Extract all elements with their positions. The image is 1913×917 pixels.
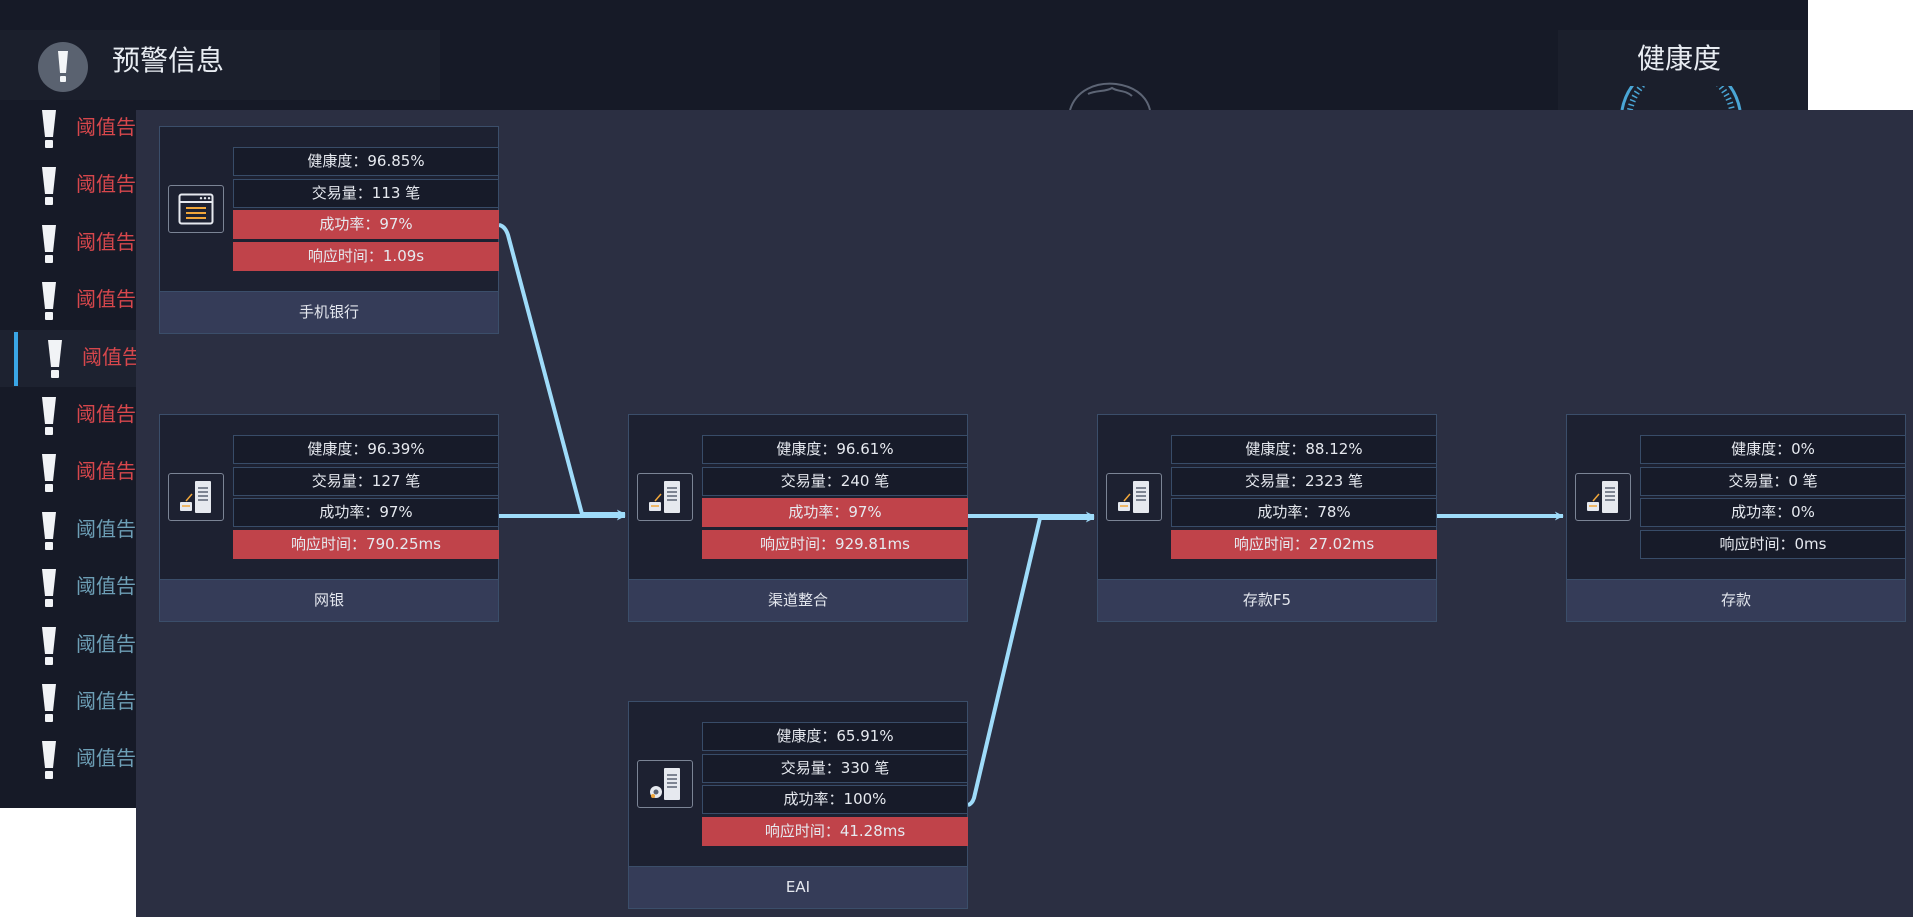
exclamation-icon [42,224,56,263]
metric-success-rate: 成功率：97% [233,210,499,239]
node-label: 存款F5 [1098,579,1436,621]
browser-window-icon [168,185,224,233]
node-metrics: 健康度：96.85% 交易量：113 笔 成功率：97% 响应时间：1.09s [233,147,499,273]
node-metrics: 健康度：65.91% 交易量：330 笔 成功率：100% 响应时间：41.28… [702,722,968,848]
server-gear-icon [637,760,693,808]
exclamation-icon [42,167,56,206]
node-metrics: 健康度：96.61% 交易量：240 笔 成功率：97% 响应时间：929.81… [702,435,968,561]
metric-volume: 交易量：2323 笔 [1171,466,1437,496]
node-deposit-f5[interactable]: 健康度：88.12% 交易量：2323 笔 成功率：78% 响应时间：27.02… [1097,414,1437,622]
warning-icon [38,42,88,92]
node-metrics: 健康度：96.39% 交易量：127 笔 成功率：97% 响应时间：790.25… [233,435,499,561]
alert-item-text: 阈值告警 [76,401,140,426]
node-metrics: 健康度：88.12% 交易量：2323 笔 成功率：78% 响应时间：27.02… [1171,435,1437,561]
node-label: 手机银行 [160,291,498,333]
alert-item-text: 阈值告警 [82,344,140,369]
metric-volume: 交易量：240 笔 [702,466,968,496]
server-icon [168,473,224,521]
alert-item[interactable]: 阈值告警 [0,272,140,329]
alert-item[interactable]: 阈值告警 [0,617,140,674]
metric-response-time: 响应时间：41.28ms [702,816,968,846]
metric-response-time: 响应时间：0ms [1640,529,1906,559]
alert-item-text: 阈值告警 [76,229,140,254]
metric-volume: 交易量：113 笔 [233,178,499,208]
alert-item[interactable]: 阈值告警 [0,387,140,444]
metric-success-rate: 成功率：78% [1171,498,1437,527]
alert-item-text: 阈值告警 [76,172,140,197]
health-gauge [1620,86,1742,110]
node-label: 网银 [160,579,498,621]
topology-panel: 健康度：96.85% 交易量：113 笔 成功率：97% 响应时间：1.09s … [136,110,1913,917]
alert-item[interactable]: 阈值告警 [0,502,140,559]
edge-mobile-to-channel [498,223,626,519]
exclamation-icon [42,683,56,722]
topology-edges [498,223,1564,807]
alert-item[interactable]: 阈值告警 [0,674,140,731]
edge-eai-to-depositf5 [967,513,1095,807]
metric-health: 健康度：88.12% [1171,435,1437,464]
exclamation-icon [42,454,56,493]
alert-item-text: 阈值告警 [76,287,140,312]
alert-item[interactable]: 阈值告警 [0,731,140,788]
exclamation-icon [42,110,56,148]
metric-success-rate: 成功率：100% [702,785,968,814]
node-label: 存款 [1567,579,1905,621]
alert-item[interactable]: 阈值告警 [0,215,140,272]
exclamation-icon [42,569,56,608]
alert-item[interactable]: 阈值告警 [0,100,140,157]
metric-response-time: 响应时间：27.02ms [1171,529,1437,559]
alert-item-text: 阈值告警 [76,459,140,484]
metric-response-time: 响应时间：929.81ms [702,529,968,559]
metric-success-rate: 成功率：97% [233,498,499,527]
alert-item-text: 阈值告警 [76,516,140,541]
alert-item[interactable]: 阈值告警 [0,157,140,214]
exclamation-icon [42,396,56,435]
node-label: EAI [629,866,967,908]
node-eai[interactable]: 健康度：65.91% 交易量：330 笔 成功率：100% 响应时间：41.28… [628,701,968,909]
metric-volume: 交易量：127 笔 [233,466,499,496]
metric-success-rate: 成功率：97% [702,498,968,527]
alert-item[interactable]: 阈值告警 [0,559,140,616]
exclamation-icon [42,741,56,780]
metric-response-time: 响应时间：1.09s [233,241,499,271]
server-icon [1575,473,1631,521]
server-icon [1106,473,1162,521]
exclamation-icon [42,282,56,321]
node-deposit[interactable]: 健康度：0% 交易量：0 笔 成功率：0% 响应时间：0ms 存款 [1566,414,1906,622]
alert-item-text: 阈值告警 [76,631,140,656]
node-net-banking[interactable]: 健康度：96.39% 交易量：127 笔 成功率：97% 响应时间：790.25… [159,414,499,622]
metric-volume: 交易量：330 笔 [702,753,968,783]
metric-health: 健康度：0% [1640,435,1906,464]
health-panel-header [1558,30,1808,110]
alert-panel-title: 预警信息 [112,44,225,77]
alert-item-selected[interactable]: 阈值告警 [0,329,140,387]
metric-health: 健康度：96.61% [702,435,968,464]
globe-icon [1069,82,1151,111]
health-panel-title: 健康度 [1637,42,1722,75]
node-mobile-banking[interactable]: 健康度：96.85% 交易量：113 笔 成功率：97% 响应时间：1.09s … [159,126,499,334]
metric-response-time: 响应时间：790.25ms [233,529,499,559]
node-label: 渠道整合 [629,579,967,621]
metric-success-rate: 成功率：0% [1640,498,1906,527]
alert-item[interactable]: 阈值告警 [0,444,140,501]
alert-item-text: 阈值告警 [76,688,140,713]
server-icon [637,473,693,521]
alert-list: 阈值告警 阈值告警 阈值告警 阈值告警 阈值告警 阈值告警 阈值告警 [0,100,140,789]
selection-indicator [14,331,18,386]
metric-volume: 交易量：0 笔 [1640,466,1906,496]
exclamation-icon [48,339,62,378]
exclamation-icon [42,511,56,550]
alert-panel-header: 预警信息 [0,30,440,100]
node-metrics: 健康度：0% 交易量：0 笔 成功率：0% 响应时间：0ms [1640,435,1906,561]
alert-item-text: 阈值告警 [76,746,140,771]
exclamation-icon [42,626,56,665]
node-channel-integration[interactable]: 健康度：96.61% 交易量：240 笔 成功率：97% 响应时间：929.81… [628,414,968,622]
metric-health: 健康度：65.91% [702,722,968,751]
alert-item-text: 阈值告警 [76,574,140,599]
metric-health: 健康度：96.39% [233,435,499,464]
metric-health: 健康度：96.85% [233,147,499,176]
alert-item-text: 阈值告警 [76,115,140,139]
